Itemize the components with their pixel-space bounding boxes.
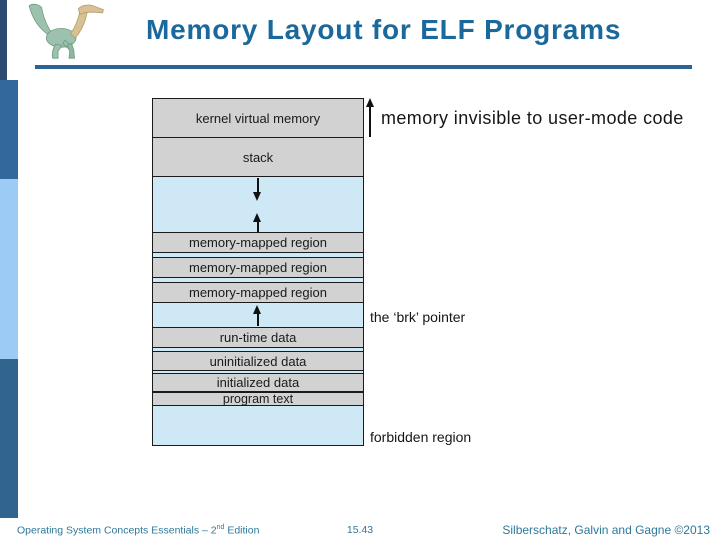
annotation-forbidden-region: forbidden region bbox=[370, 429, 472, 445]
annotation-memory-invisible: memory invisible to user-mode code bbox=[381, 108, 684, 128]
memory-box-mmap-1: memory-mapped region bbox=[152, 232, 364, 253]
memory-box-runtime-data: run-time data bbox=[152, 327, 364, 348]
sidebar-stripe-lower bbox=[0, 359, 18, 518]
memory-box-initialized-data: initialized data bbox=[152, 373, 364, 392]
memory-box-program-text: program text bbox=[152, 392, 364, 406]
title-rule bbox=[35, 65, 692, 69]
memory-diagram: kernel virtual memory stack memory-mappe… bbox=[152, 98, 364, 446]
sidebar-stripe-light bbox=[0, 179, 18, 359]
page-number: 15.43 bbox=[346, 524, 374, 536]
memory-box-uninitialized-data: uninitialized data bbox=[152, 351, 364, 371]
memory-box-mmap-3: memory-mapped region bbox=[152, 282, 364, 303]
footer-edition-superscript: nd bbox=[216, 524, 225, 531]
footer-edition-text: Edition bbox=[224, 524, 260, 537]
dinosaur-logo bbox=[28, 3, 104, 59]
memory-box-mmap-2: memory-mapped region bbox=[152, 257, 364, 278]
slide-title: Memory Layout for ELF Programs bbox=[146, 14, 622, 45]
footer-authors: Silberschatz, Galvin and Gagne ©2013 bbox=[502, 523, 710, 537]
footer-book-title-text: Operating System Concepts Essentials – 2 bbox=[17, 524, 217, 537]
sidebar-stripe-upper bbox=[0, 80, 18, 179]
sidebar-stripe-top bbox=[0, 0, 7, 81]
footer-book-title: Operating System Concepts Essentials – 2… bbox=[17, 524, 259, 537]
memory-box-stack: stack bbox=[152, 137, 364, 177]
memory-box-kernel: kernel virtual memory bbox=[152, 98, 364, 138]
annotation-brk-pointer: the ‘brk’ pointer bbox=[370, 309, 466, 325]
